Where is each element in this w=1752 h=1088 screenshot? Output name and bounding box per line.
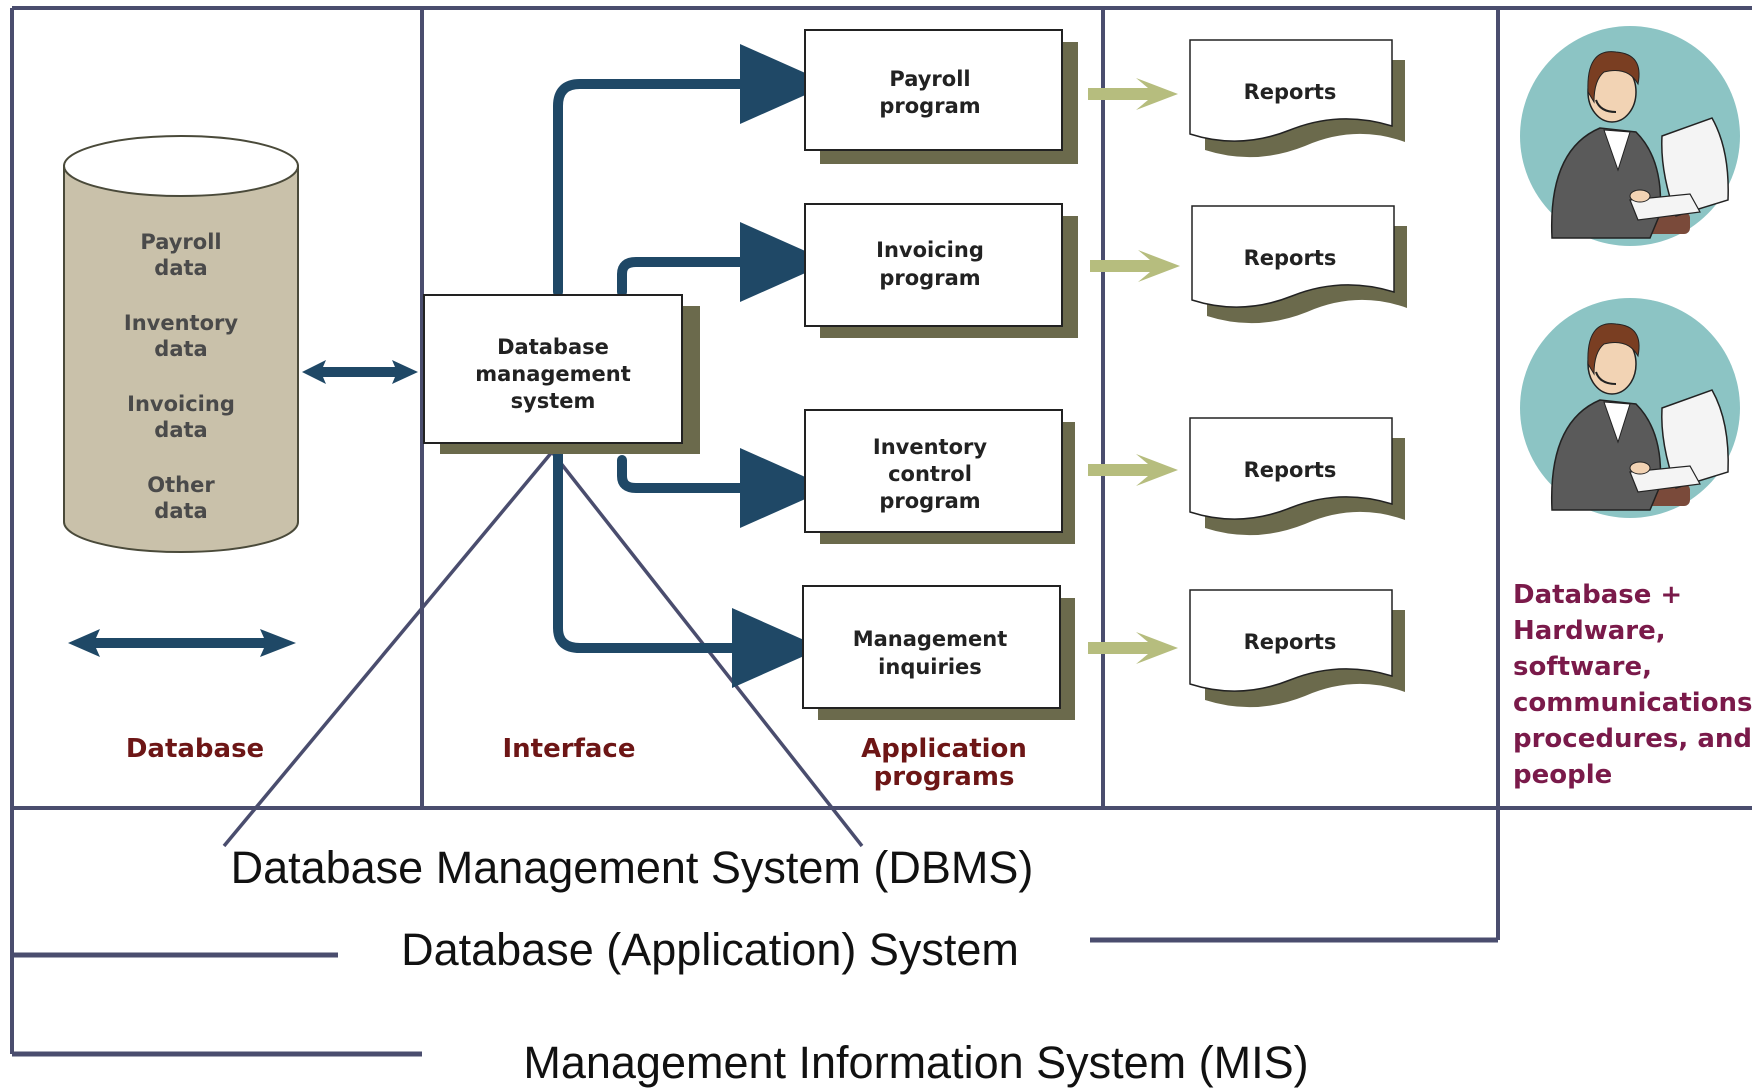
person-body xyxy=(1550,399,1662,511)
bracket-lines xyxy=(12,937,1498,1057)
caption-dbms: Database Management System (DBMS) xyxy=(231,842,1034,893)
program-box-payroll: Payroll program xyxy=(804,29,1078,164)
cylinder-item-1-line-1: Payroll xyxy=(140,230,221,254)
report-doc-face xyxy=(1189,39,1393,142)
captions: Database Management System (DBMS) Databa… xyxy=(231,842,1309,1088)
database-double-arrow xyxy=(68,629,296,657)
db-dbms-double-arrow xyxy=(302,360,418,384)
dbms-box: Database management system xyxy=(423,294,700,454)
program-boxes: Payroll program Invoicing program Invent… xyxy=(802,29,1078,720)
arrow-to-management xyxy=(553,445,822,688)
caption-mis: Management Information System (MIS) xyxy=(523,1037,1308,1088)
program-box-face xyxy=(804,409,1063,533)
cylinder-item-1-line-2: data xyxy=(154,256,207,280)
dbms-box-face xyxy=(423,294,683,444)
side-note-line-4: communications, xyxy=(1513,688,1752,718)
report-doc-4: Reports xyxy=(1189,589,1405,708)
cylinder-body xyxy=(63,165,299,553)
report-doc-2: Reports xyxy=(1191,205,1407,324)
program-label-line: Invoicing xyxy=(876,238,984,262)
database-cylinder: Payroll data Inventory data Invoicing da… xyxy=(63,135,299,553)
dbms-box-line-2: management xyxy=(475,362,631,386)
side-note-line-3: software, xyxy=(1513,652,1652,682)
green-arrows xyxy=(1088,78,1180,664)
cylinder-item-3-line-1: Invoicing xyxy=(127,392,235,416)
cylinder-labels: Payroll data Inventory data Invoicing da… xyxy=(124,230,238,523)
program-label-line: control xyxy=(888,462,972,486)
cylinder-item-3-line-2: data xyxy=(154,418,207,442)
person-headset xyxy=(1595,371,1617,385)
person-hair xyxy=(1587,323,1640,376)
program-box-face xyxy=(804,29,1063,151)
arrow-to-invoicing xyxy=(617,222,830,302)
program-label-line: program xyxy=(879,489,980,513)
side-note-line-1: Database + xyxy=(1513,580,1682,610)
person-hair xyxy=(1587,51,1640,104)
green-arrow-4 xyxy=(1088,632,1178,664)
person-at-computer-icon-1 xyxy=(1520,26,1740,246)
dbms-pointer-left xyxy=(222,450,554,848)
label-database: Database xyxy=(126,734,264,764)
green-arrow-2 xyxy=(1090,250,1180,282)
arrow-to-inventory xyxy=(617,448,830,528)
report-documents: Reports Reports Reports Reports xyxy=(1189,39,1407,708)
section-labels: Database Interface Application programs xyxy=(126,734,1027,792)
program-box-management: Management inquiries xyxy=(802,585,1075,720)
report-doc-3: Reports xyxy=(1189,417,1405,536)
report-label: Reports xyxy=(1244,630,1337,654)
report-doc-1: Reports xyxy=(1189,39,1405,158)
program-label-line: inquiries xyxy=(878,655,982,679)
program-label-line: program xyxy=(879,94,980,118)
person-collar xyxy=(1603,129,1631,172)
dbms-box-line-3: system xyxy=(511,389,596,413)
person-hand xyxy=(1629,189,1651,203)
person-body xyxy=(1550,127,1662,239)
flow-arrows xyxy=(553,44,830,688)
green-arrow-1 xyxy=(1088,78,1178,110)
label-interface: Interface xyxy=(503,734,636,764)
program-box-face xyxy=(802,585,1061,709)
label-application-line-1: Application xyxy=(861,734,1027,764)
report-doc-face xyxy=(1189,417,1393,520)
frame-lines xyxy=(10,6,1752,1054)
report-doc-face xyxy=(1189,589,1393,692)
program-label-line: program xyxy=(879,266,980,290)
report-label: Reports xyxy=(1244,246,1337,270)
cylinder-item-2-line-1: Inventory xyxy=(124,311,238,335)
double-arrows xyxy=(68,360,418,657)
cylinder-item-2-line-2: data xyxy=(154,337,207,361)
program-label-line: Management xyxy=(853,627,1008,651)
side-note-line-6: people xyxy=(1513,760,1612,790)
arrow-to-payroll xyxy=(553,44,830,297)
program-box-invoicing: Invoicing program xyxy=(804,203,1078,338)
program-label-line: Payroll xyxy=(889,67,970,91)
report-doc-face xyxy=(1191,205,1395,308)
caption-das: Database (Application) System xyxy=(401,924,1019,975)
cylinder-top xyxy=(63,135,299,197)
program-box-inventory: Inventory control program xyxy=(804,409,1075,544)
program-label-line: Inventory xyxy=(873,435,987,459)
green-arrow-3 xyxy=(1088,454,1178,486)
computer-monitor xyxy=(1661,389,1729,489)
person-at-computer-icon-2 xyxy=(1520,298,1740,518)
report-label: Reports xyxy=(1244,458,1337,482)
label-application-line-2: programs xyxy=(874,762,1015,792)
dbms-box-line-1: Database xyxy=(497,335,609,359)
side-note: Database + Hardware, software, communica… xyxy=(1513,580,1752,790)
person-hand xyxy=(1629,461,1651,475)
cylinder-item-4-line-1: Other xyxy=(147,473,215,497)
cylinder-item-4-line-2: data xyxy=(154,499,207,523)
report-label: Reports xyxy=(1244,80,1337,104)
side-note-line-5: procedures, and xyxy=(1513,724,1752,754)
person-collar xyxy=(1603,401,1631,444)
side-note-line-2: Hardware, xyxy=(1513,616,1666,646)
person-headset xyxy=(1595,99,1617,113)
computer-monitor xyxy=(1661,117,1729,217)
program-box-face xyxy=(804,203,1063,327)
